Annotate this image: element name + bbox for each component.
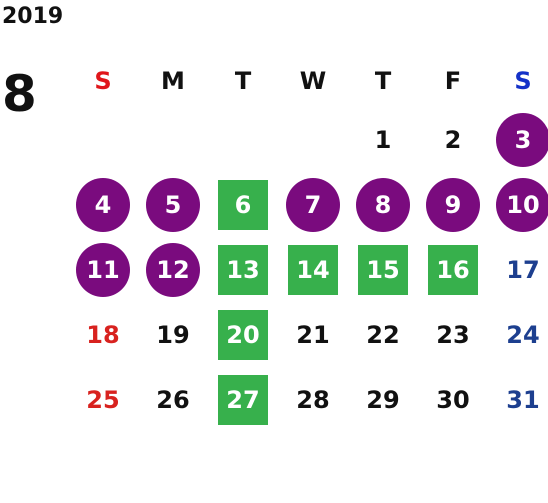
day-number: 3 <box>496 112 548 167</box>
day-cell[interactable]: 10 <box>488 172 548 237</box>
day-cell[interactable]: 15 <box>348 237 418 302</box>
day-cell[interactable]: 29 <box>348 367 418 432</box>
weekday-header: T <box>374 67 392 95</box>
day-number: 31 <box>506 385 540 414</box>
day-cell[interactable]: 3 <box>488 107 548 172</box>
day-number: 30 <box>436 385 470 414</box>
day-cell[interactable]: 11 <box>68 237 138 302</box>
day-number: 24 <box>506 320 540 349</box>
day-number: 11 <box>76 242 130 297</box>
day-cell[interactable]: 21 <box>278 302 348 367</box>
day-cell[interactable]: 13 <box>208 237 278 302</box>
day-cell[interactable]: 7 <box>278 172 348 237</box>
day-number: 2 <box>444 125 462 154</box>
weekday-header: S <box>514 67 532 95</box>
day-cell[interactable]: 20 <box>208 302 278 367</box>
year-label: 2019 <box>2 4 64 29</box>
day-cell[interactable]: 26 <box>138 367 208 432</box>
empty-day-cell <box>278 107 348 172</box>
day-cell[interactable]: 16 <box>418 237 488 302</box>
empty-day-cell <box>208 107 278 172</box>
empty-day-cell <box>138 107 208 172</box>
day-number: 27 <box>218 374 268 425</box>
weekday-header: M <box>161 67 185 95</box>
day-cell[interactable]: 19 <box>138 302 208 367</box>
day-number: 1 <box>374 125 392 154</box>
day-number: 6 <box>218 179 268 230</box>
day-number: 10 <box>496 177 548 232</box>
day-number: 7 <box>286 177 340 232</box>
day-number: 4 <box>76 177 130 232</box>
day-cell[interactable]: 27 <box>208 367 278 432</box>
empty-day-cell <box>68 107 138 172</box>
day-number: 20 <box>218 309 268 360</box>
day-number: 16 <box>428 244 478 295</box>
day-cell[interactable]: 23 <box>418 302 488 367</box>
day-cell[interactable]: 1 <box>348 107 418 172</box>
day-number <box>216 113 270 167</box>
day-number: 13 <box>218 244 268 295</box>
day-number: 15 <box>358 244 408 295</box>
day-number: 22 <box>366 320 400 349</box>
day-number: 28 <box>296 385 330 414</box>
weekday-header: T <box>234 67 252 95</box>
day-cell[interactable]: 12 <box>138 237 208 302</box>
day-cell[interactable]: 31 <box>488 367 548 432</box>
day-number: 23 <box>436 320 470 349</box>
weekday-header: W <box>299 67 327 95</box>
day-number <box>76 113 130 167</box>
day-cell[interactable]: 25 <box>68 367 138 432</box>
day-cell[interactable]: 30 <box>418 367 488 432</box>
day-cell[interactable]: 22 <box>348 302 418 367</box>
day-cell[interactable]: 9 <box>418 172 488 237</box>
day-number: 19 <box>156 320 190 349</box>
month-label: 8 <box>2 65 37 123</box>
weekday-header: F <box>444 67 462 95</box>
day-number: 18 <box>86 320 120 349</box>
day-number: 17 <box>506 255 540 284</box>
day-number: 9 <box>426 177 480 232</box>
day-number: 8 <box>356 177 410 232</box>
day-cell[interactable]: 6 <box>208 172 278 237</box>
day-cell[interactable]: 14 <box>278 237 348 302</box>
day-number: 12 <box>146 242 200 297</box>
day-number <box>146 113 200 167</box>
day-cell[interactable]: 18 <box>68 302 138 367</box>
day-cell[interactable]: 17 <box>488 237 548 302</box>
day-number <box>286 113 340 167</box>
day-cell[interactable]: 4 <box>68 172 138 237</box>
day-number: 29 <box>366 385 400 414</box>
day-number: 26 <box>156 385 190 414</box>
day-cell[interactable]: 28 <box>278 367 348 432</box>
weekday-header: S <box>94 67 112 95</box>
day-number: 14 <box>288 244 338 295</box>
day-cell[interactable]: 8 <box>348 172 418 237</box>
day-cell[interactable]: 24 <box>488 302 548 367</box>
day-cell[interactable]: 5 <box>138 172 208 237</box>
day-number: 21 <box>296 320 330 349</box>
day-cell[interactable]: 2 <box>418 107 488 172</box>
day-number: 5 <box>146 177 200 232</box>
day-number: 25 <box>86 385 120 414</box>
